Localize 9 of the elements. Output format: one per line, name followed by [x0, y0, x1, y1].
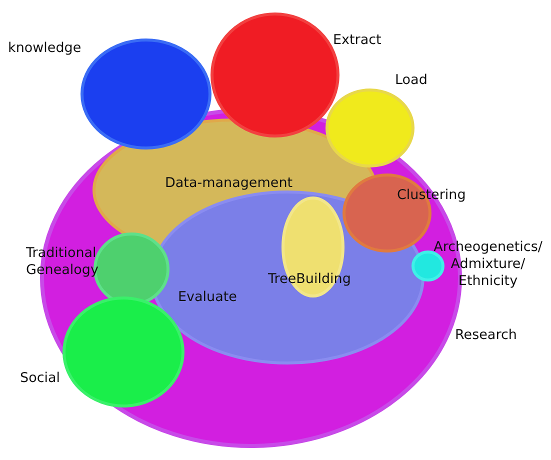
area-label: Social: [20, 370, 60, 387]
area-label: Load: [395, 72, 428, 89]
area-label: TreeBuilding: [268, 271, 351, 288]
area-label: Extract: [333, 32, 382, 49]
area-label: Clustering: [397, 187, 466, 204]
area-label: Research: [455, 327, 517, 344]
area-label: Data-management: [165, 175, 293, 192]
area-label: Evaluate: [178, 289, 237, 306]
area-label: knowledge: [8, 40, 82, 57]
